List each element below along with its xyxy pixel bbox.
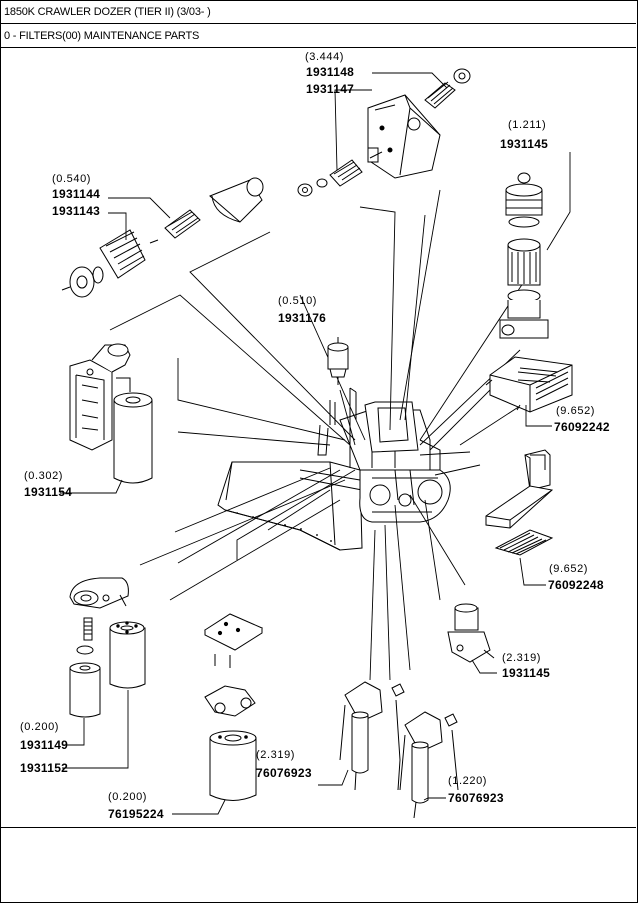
fuel-filter-bracket-right-icon (399, 711, 459, 819)
callout-qty-water-separator: (2.319) (502, 652, 541, 664)
fuel-filter-bracket-icon (339, 681, 405, 791)
cab-filter-leaders (525, 405, 552, 427)
water-separator-leaders (471, 659, 497, 674)
callout-part-76076923-left: 76076923 (256, 766, 312, 780)
callout-part-1931145-top: 1931145 (500, 137, 548, 151)
callout-part-1931154: 1931154 (24, 485, 72, 499)
callout-qty-air-filter-top: (3.444) (305, 51, 344, 63)
air-filter-left-leaders (108, 197, 171, 240)
callout-part-76195224: 76195224 (108, 807, 164, 821)
oil-filter-assembly-icon (69, 577, 146, 718)
callout-part-1931145-lower: 1931145 (502, 666, 550, 680)
callout-qty-oil-filter: (0.200) (20, 721, 59, 733)
callout-part-1931152: 1931152 (20, 761, 68, 775)
callout-qty-transmission-filter: (0.200) (108, 791, 147, 803)
callout-qty-hydraulic-filter: (0.302) (24, 470, 63, 482)
hydraulic-filter-leaders (60, 479, 123, 494)
callout-qty-fuel-filter-top: (1.211) (508, 119, 546, 131)
callout-part-1931147: 1931147 (306, 82, 354, 96)
callout-part-1931144: 1931144 (52, 187, 100, 201)
air-cleaner-housing-icon (297, 68, 471, 197)
callout-qty-inline-filter: (0.510) (278, 295, 317, 307)
oil-filter-leaders (62, 690, 129, 769)
callout-part-76092242: 76092242 (554, 420, 610, 434)
callout-labels: (3.444) 1931148 1931147 (1.211) 1931145 … (20, 51, 610, 821)
callout-qty-air-filter-left: (0.540) (52, 173, 91, 185)
fuel-filter-assembly-icon (499, 172, 549, 339)
header-section: 0 - FILTERS(00) MAINTENANCE PARTS (0, 24, 636, 48)
recirc-filter-leaders (519, 557, 546, 586)
transmission-filter-leaders (172, 799, 226, 815)
precleaner-air-filter-icon (61, 177, 264, 298)
cab-air-filter-icon (485, 356, 573, 413)
callout-part-76092248: 76092248 (548, 578, 604, 592)
callout-part-1931148: 1931148 (306, 65, 354, 79)
inline-filter-icon (327, 337, 349, 385)
callout-part-76076923-right: 76076923 (448, 791, 504, 805)
callout-part-1931176: 1931176 (278, 311, 326, 325)
callout-part-1931143: 1931143 (52, 204, 100, 218)
transmission-filter-icon (203, 613, 264, 801)
callout-qty-fuel-filter-right: (1.220) (448, 775, 487, 787)
hydraulic-filter-head-icon (69, 343, 153, 484)
water-separator-icon (447, 603, 495, 663)
leader-lines (109, 189, 561, 681)
callout-qty-recirc-filter: (9.652) (549, 563, 588, 575)
dozer-illustration (217, 387, 451, 551)
callout-qty-cab-filter: (9.652) (556, 405, 595, 417)
fuel-filter-top-leaders (546, 152, 571, 251)
recirculation-filter-icon (485, 449, 554, 556)
header-title: 1850K CRAWLER DOZER (TIER II) (3/03- ) (0, 0, 636, 24)
callout-qty-fuel-bracket: (2.319) (256, 749, 295, 761)
fuel-filter-bracket-leaders (318, 769, 446, 801)
footer-divider (0, 827, 636, 828)
callout-part-1931149: 1931149 (20, 738, 68, 752)
air-filter-top-leaders (334, 72, 448, 171)
